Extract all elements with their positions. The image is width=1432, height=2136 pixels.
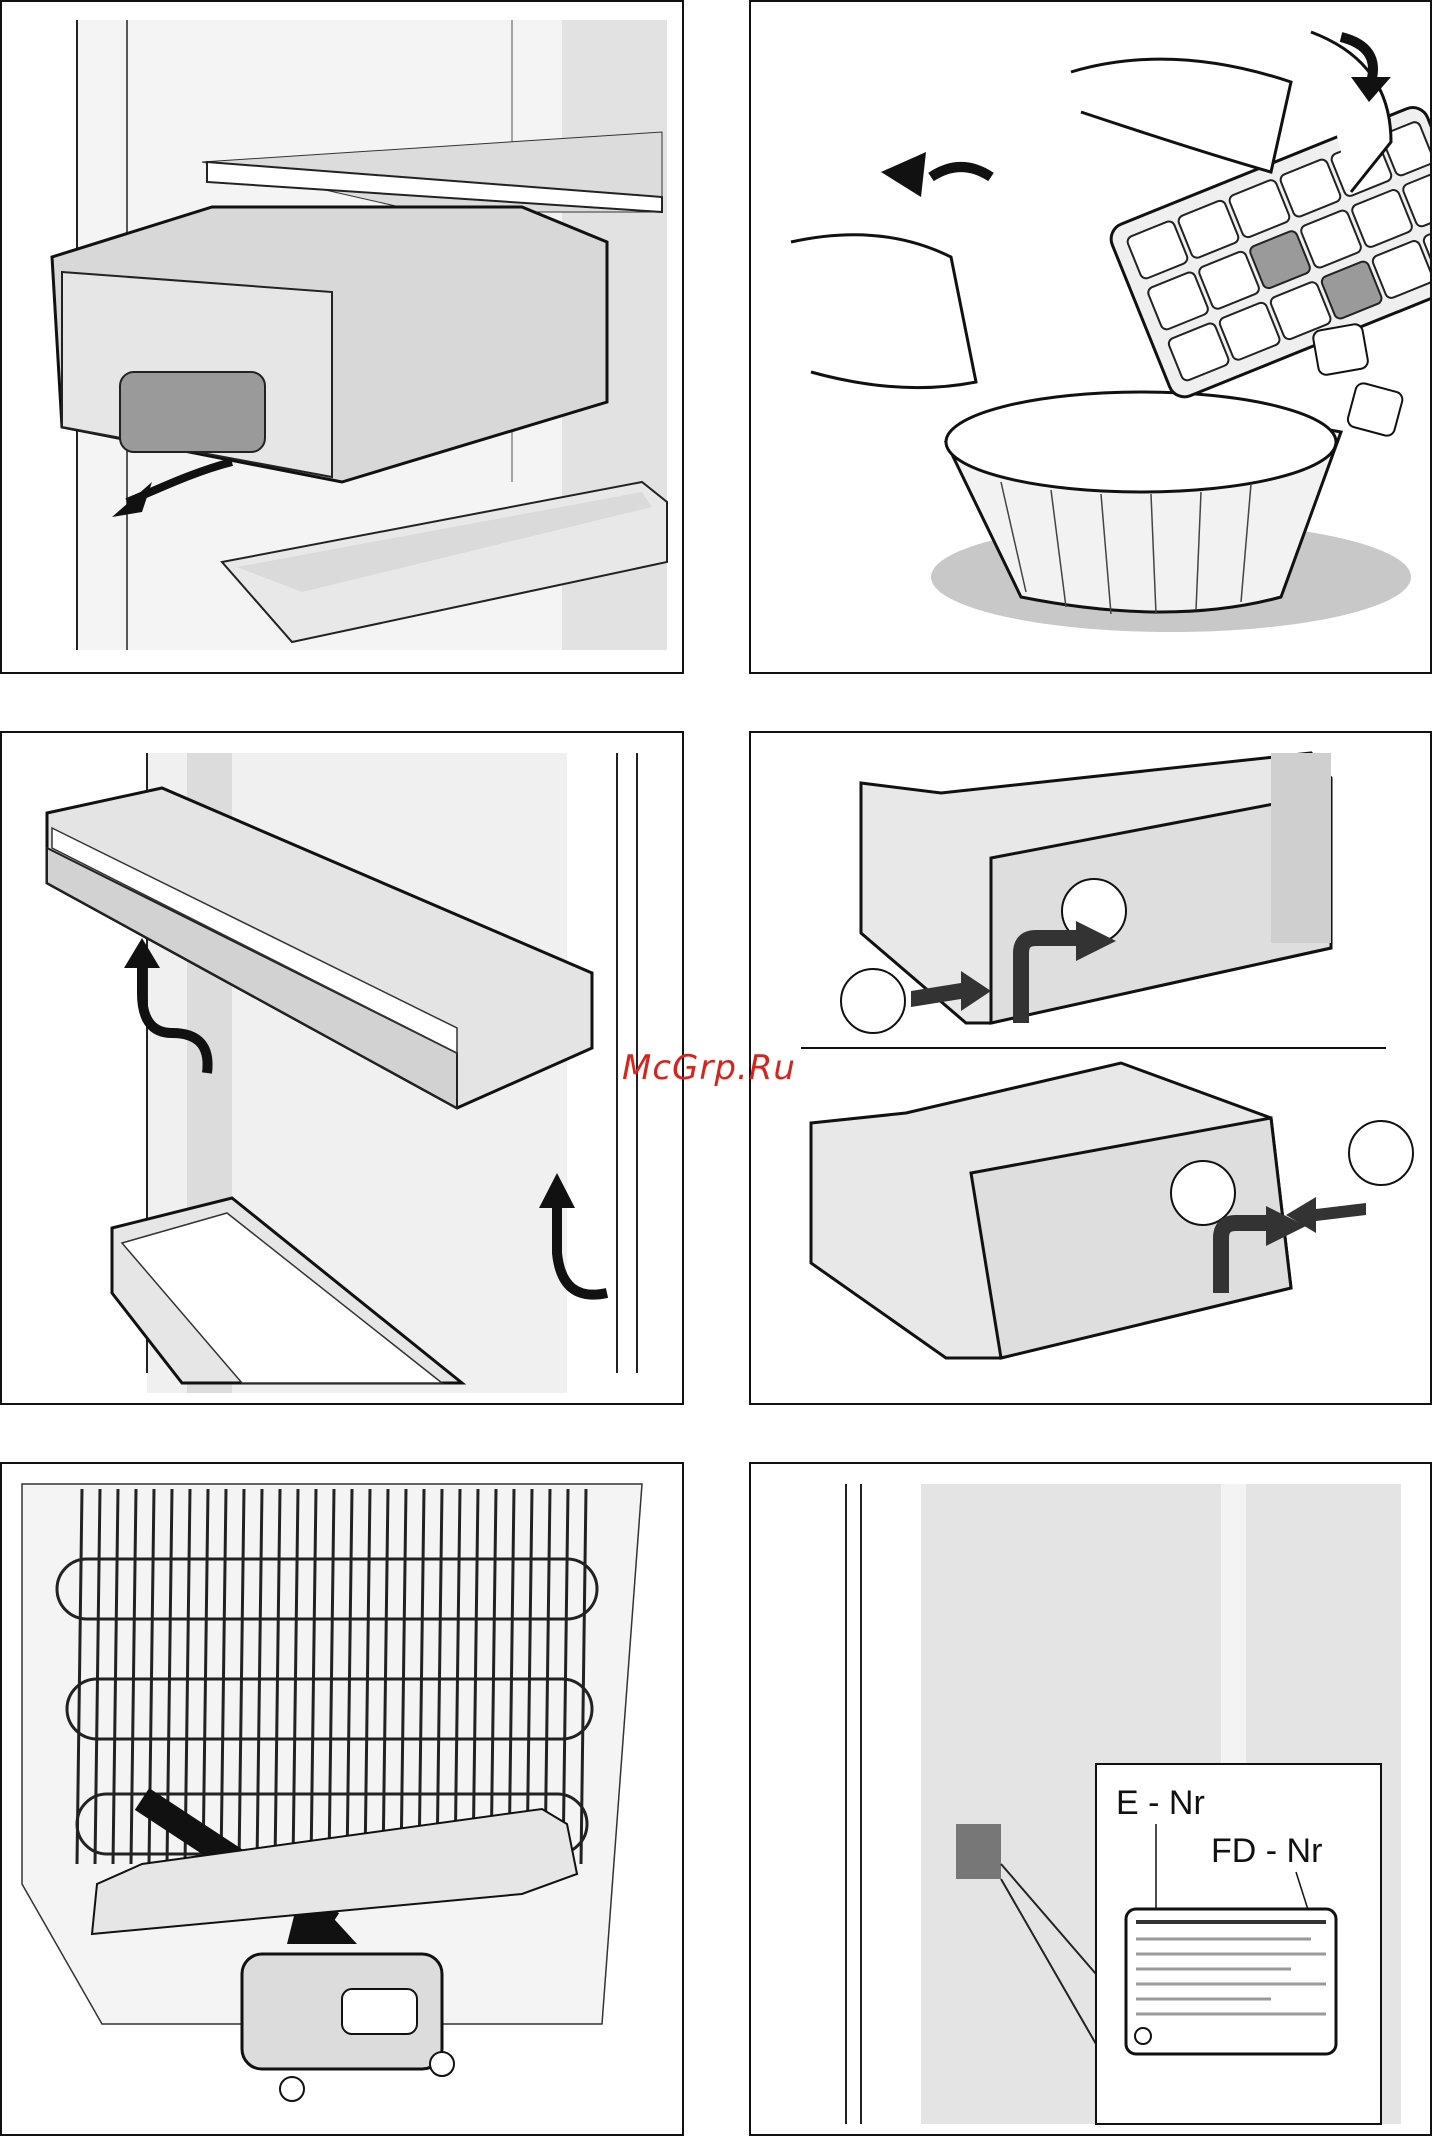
fd-nr-label: FD - Nr	[1211, 1832, 1322, 1870]
rating-plate	[1126, 1909, 1336, 2054]
callout-circle-icon	[1349, 1121, 1413, 1185]
door-shelf-illustration	[2, 733, 684, 1405]
rating-plate-illustration: E - Nr FD - Nr	[751, 1464, 1432, 2136]
curved-arrow-icon	[881, 152, 926, 197]
panel-freezer-drawer	[749, 731, 1432, 1405]
drawer-illustration	[2, 2, 684, 674]
freezer-drawer-illustration	[751, 733, 1432, 1405]
e-nr-label: E - Nr	[1116, 1784, 1205, 1822]
rating-plate-marker	[956, 1824, 1001, 1879]
panel-door-shelves	[0, 731, 684, 1405]
callout-circle-icon	[841, 969, 905, 1033]
panel-condenser	[0, 1462, 684, 2136]
condenser-illustration	[2, 1464, 684, 2136]
callout-circle-icon	[1171, 1161, 1235, 1225]
panel-drawer-removal	[0, 0, 684, 674]
ice-tray-illustration	[751, 2, 1432, 674]
panel-ice-tray	[749, 0, 1432, 674]
panel-rating-plate: E - Nr FD - Nr	[749, 1462, 1432, 2136]
watermark: McGrp.Ru	[622, 1048, 796, 1088]
